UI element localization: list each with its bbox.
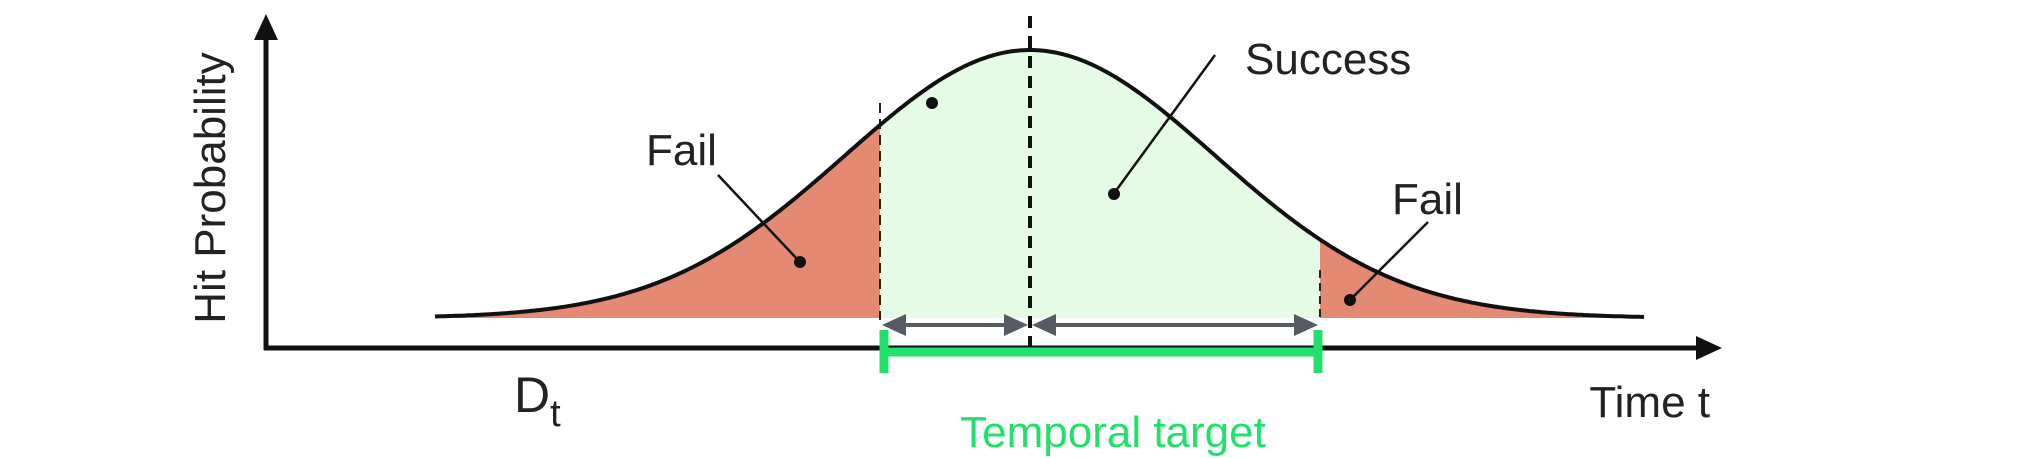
fail-region-right <box>1320 239 1645 318</box>
success-label: Success <box>1245 35 1411 84</box>
y-axis-label: Hit Probability <box>186 52 235 323</box>
x-axis-marker: Dt <box>514 367 561 435</box>
interval-arrows <box>882 314 1318 336</box>
success-leader <box>1108 54 1217 200</box>
fail-right-label: Fail <box>1392 175 1463 224</box>
y-axis-arrowhead <box>254 14 278 40</box>
x-axis-label: Time t <box>1589 378 1710 427</box>
fail-left-leader <box>717 174 806 268</box>
curve-point-marker <box>926 97 938 109</box>
temporal-target-bar <box>879 330 1323 373</box>
x-axis-marker-main: D <box>514 367 550 423</box>
probability-curve <box>434 48 1644 319</box>
x-axis-arrowhead <box>1696 336 1722 360</box>
x-axis-marker-subscript: t <box>550 393 561 435</box>
fail-left-label: Fail <box>646 126 717 175</box>
fail-region-left <box>435 125 880 318</box>
temporal-target-label: Temporal target <box>960 408 1266 457</box>
success-region <box>880 50 1320 318</box>
fail-right-leader <box>1344 221 1429 306</box>
